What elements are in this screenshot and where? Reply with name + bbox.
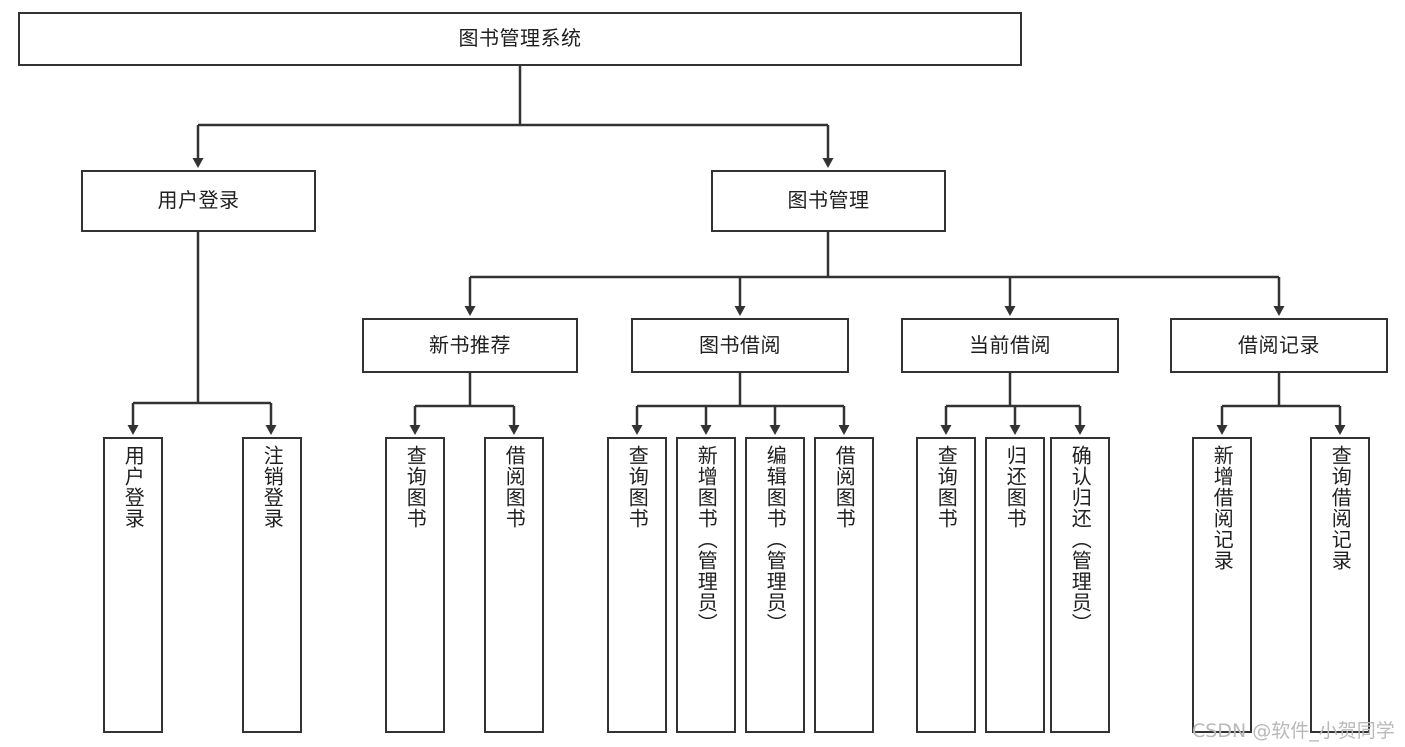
node-leaf-3-借阅图书[interactable]: 借阅图书	[484, 437, 544, 733]
node-label: 借阅图书	[832, 445, 857, 529]
node-label: 当前借阅	[969, 332, 1051, 357]
node-label: 归还图书	[1003, 445, 1028, 529]
node-leaf-1-注销登录[interactable]: 注销登录	[242, 437, 302, 733]
node-leaf-6-编辑图书管理员[interactable]: 编辑图书（管理员）	[745, 437, 805, 733]
node-leaf-9-归还图书[interactable]: 归还图书	[985, 437, 1045, 733]
node-label: 图书借阅	[699, 332, 781, 357]
node-level3-新书推荐[interactable]: 新书推荐	[362, 318, 578, 373]
node-label: 查询图书	[403, 445, 428, 529]
node-leaf-12-查询借阅记录[interactable]: 查询借阅记录	[1310, 437, 1370, 733]
node-label: 借阅记录	[1238, 332, 1320, 357]
node-leaf-8-查询图书[interactable]: 查询图书	[916, 437, 976, 733]
node-label: 用户登录	[121, 445, 146, 529]
node-leaf-7-借阅图书[interactable]: 借阅图书	[814, 437, 874, 733]
node-leaf-4-查询图书[interactable]: 查询图书	[607, 437, 667, 733]
node-root-图书管理系统[interactable]: 图书管理系统	[18, 12, 1022, 66]
node-label: 查询图书	[625, 445, 650, 529]
node-leaf-2-查询图书[interactable]: 查询图书	[385, 437, 445, 733]
node-level2-用户登录[interactable]: 用户登录	[81, 170, 316, 232]
node-level3-借阅记录[interactable]: 借阅记录	[1170, 318, 1388, 373]
node-label: 图书管理系统	[458, 26, 582, 51]
node-label: 编辑图书（管理员）	[763, 445, 788, 634]
node-label: 借阅图书	[502, 445, 527, 529]
node-level2-图书管理[interactable]: 图书管理	[711, 170, 946, 232]
node-leaf-10-确认归还管理员[interactable]: 确认归还（管理员）	[1050, 437, 1110, 733]
node-label: 确认归还（管理员）	[1068, 445, 1093, 634]
node-label: 图书管理	[787, 188, 870, 213]
node-label: 注销登录	[260, 445, 285, 529]
node-label: 新增图书（管理员）	[694, 445, 719, 634]
node-label: 新增借阅记录	[1210, 445, 1235, 571]
node-level3-图书借阅[interactable]: 图书借阅	[631, 318, 849, 373]
node-level3-当前借阅[interactable]: 当前借阅	[901, 318, 1119, 373]
node-leaf-5-新增图书管理员[interactable]: 新增图书（管理员）	[676, 437, 736, 733]
node-label: 新书推荐	[429, 332, 511, 357]
node-leaf-11-新增借阅记录[interactable]: 新增借阅记录	[1192, 437, 1252, 733]
node-label: 查询图书	[934, 445, 959, 529]
node-leaf-0-用户登录[interactable]: 用户登录	[103, 437, 163, 733]
connector-lines	[127, 66, 1346, 435]
node-label: 用户登录	[157, 188, 240, 213]
node-label: 查询借阅记录	[1328, 445, 1353, 571]
